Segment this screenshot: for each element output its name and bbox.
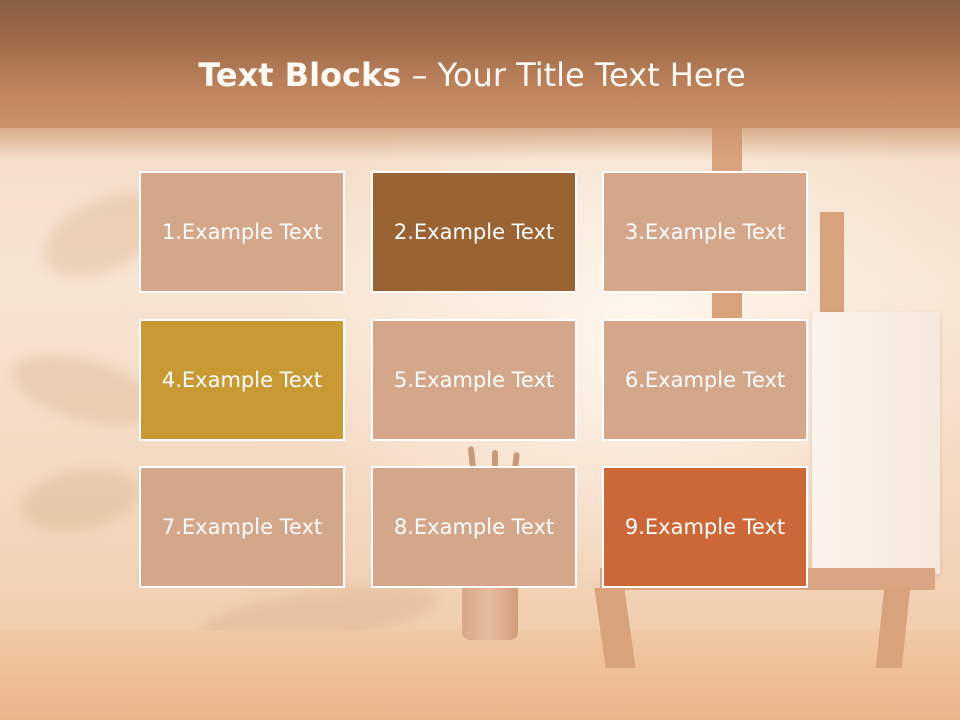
text-block-4[interactable]: 4.Example Text xyxy=(139,319,345,441)
slide-title: Text Blocks – Your Title Text Here xyxy=(0,52,944,98)
table-surface xyxy=(0,630,960,720)
text-block-6[interactable]: 6.Example Text xyxy=(602,319,808,441)
title-band xyxy=(0,0,960,128)
text-block-label: 3.Example Text xyxy=(624,220,786,244)
text-block-label: 9.Example Text xyxy=(624,515,786,539)
text-block-8[interactable]: 8.Example Text xyxy=(371,466,577,588)
title-band-fade xyxy=(0,118,960,160)
text-block-7[interactable]: 7.Example Text xyxy=(139,466,345,588)
title-dash: – xyxy=(401,56,438,94)
text-block-label: 8.Example Text xyxy=(393,515,555,539)
text-block-label: 2.Example Text xyxy=(393,220,555,244)
text-block-5[interactable]: 5.Example Text xyxy=(371,319,577,441)
title-bold-part: Text Blocks xyxy=(198,56,402,94)
text-block-label: 5.Example Text xyxy=(393,368,555,392)
text-block-1[interactable]: 1.Example Text xyxy=(139,171,345,293)
text-block-label: 1.Example Text xyxy=(161,220,323,244)
text-block-label: 6.Example Text xyxy=(624,368,786,392)
text-block-9[interactable]: 9.Example Text xyxy=(602,466,808,588)
text-block-3[interactable]: 3.Example Text xyxy=(602,171,808,293)
easel-canvas xyxy=(812,312,940,574)
text-block-label: 7.Example Text xyxy=(161,515,323,539)
text-block-label: 4.Example Text xyxy=(161,368,323,392)
text-block-2[interactable]: 2.Example Text xyxy=(371,171,577,293)
title-regular-part: Your Title Text Here xyxy=(437,56,746,94)
